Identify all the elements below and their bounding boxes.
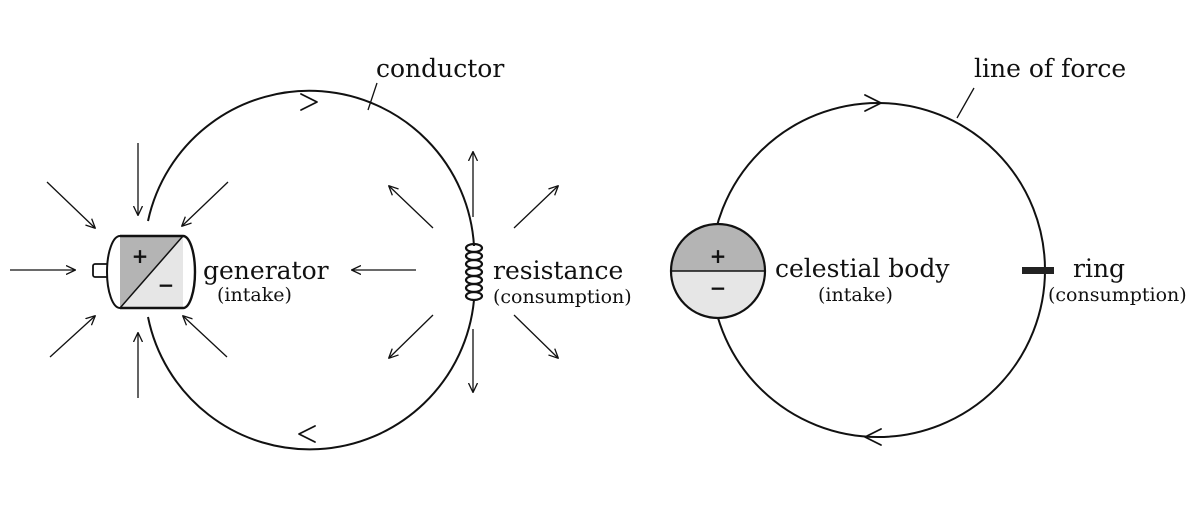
line-of-force-leader <box>956 87 975 119</box>
battery-plus-sign: + <box>132 244 149 268</box>
force-arrow-top <box>864 94 882 112</box>
intake-arrow <box>49 316 95 358</box>
force-arrow-bottom <box>864 428 882 446</box>
resistance-label: resistance <box>493 256 623 285</box>
intake-arrow <box>183 316 228 358</box>
celestial-body: + − <box>669 222 767 320</box>
current-arrow-top <box>300 93 318 111</box>
generator-battery: + − <box>92 234 197 310</box>
consumption-arrow <box>389 186 434 229</box>
generator-label: generator <box>203 256 329 285</box>
conductor-leader <box>367 82 378 111</box>
consumption-arrow <box>513 314 558 358</box>
body-minus-sign: − <box>710 276 727 300</box>
resistance-consumption-arrows <box>389 152 558 392</box>
generator-sub-label: (intake) <box>217 284 292 306</box>
battery-outline <box>120 234 197 310</box>
body-minus-half <box>671 271 765 318</box>
generator-intake-arrows <box>10 143 229 398</box>
consumption-arrow <box>389 314 434 358</box>
celestial-body-label: celestial body <box>775 254 950 283</box>
ring-label: ring <box>1073 254 1125 283</box>
ring-marker <box>1022 267 1054 274</box>
resistance-coil <box>464 242 484 302</box>
body-outline <box>669 222 767 320</box>
line-of-force-label: line of force <box>974 54 1126 83</box>
ring-sub-label: (consumption) <box>1048 284 1187 306</box>
circuit-diagram: conductor + − generator (intake) <box>10 54 632 451</box>
intake-arrow <box>46 181 95 228</box>
consumption-arrow <box>513 186 558 229</box>
intake-arrow <box>182 181 229 226</box>
battery-left-cap <box>106 235 121 309</box>
body-plus-sign: + <box>710 244 727 268</box>
resistance-sub-label: (consumption) <box>493 286 632 308</box>
current-arrow-bottom <box>298 425 316 443</box>
battery-divider <box>119 235 184 309</box>
conductor-lower-arc <box>147 299 475 451</box>
celestial-body-sub-label: (intake) <box>818 284 893 306</box>
battery-minus-sign: − <box>158 273 175 297</box>
body-plus-half <box>671 224 765 271</box>
celestial-diagram: line of force + − celestial body (intake… <box>669 54 1187 446</box>
conductor-upper-arc <box>147 89 475 247</box>
conductor-label: conductor <box>376 54 504 83</box>
